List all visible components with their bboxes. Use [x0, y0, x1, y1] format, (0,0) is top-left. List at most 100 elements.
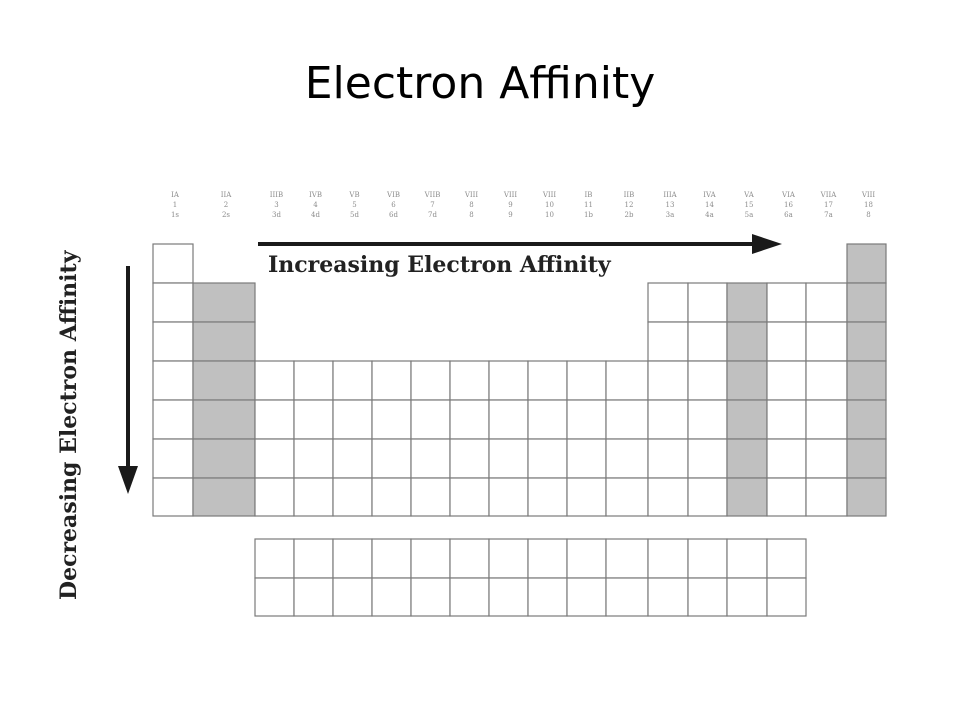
group-header-label: 6d [389, 211, 398, 219]
group-header-label: 4 [313, 201, 318, 209]
element-cell [566, 399, 607, 440]
element-cell [846, 477, 887, 517]
increasing-arrow [258, 234, 782, 254]
group-header-label: IIB [624, 191, 635, 199]
element-cell [726, 477, 768, 517]
element-cell [566, 438, 607, 479]
group-header-label: 9 [508, 201, 512, 209]
group-header-label: 1b [584, 211, 593, 219]
element-cell [726, 438, 768, 479]
group-header-label: 12 [625, 201, 634, 209]
element-cell [488, 477, 529, 517]
group-header-label: 8 [469, 201, 473, 209]
element-cell [254, 399, 295, 440]
f-block-cell [726, 538, 768, 579]
group-header-label: 8 [866, 211, 870, 219]
element-cell [805, 282, 848, 323]
group-header-label: 10 [545, 211, 554, 219]
f-block-cell [332, 538, 373, 579]
element-cell [152, 438, 194, 479]
element-cell [293, 438, 334, 479]
element-cell [192, 321, 256, 362]
group-header-label: 5a [745, 211, 754, 219]
element-cell [846, 360, 887, 401]
f-block-cell [332, 577, 373, 617]
element-cell [152, 321, 194, 362]
element-cell [846, 282, 887, 323]
f-block-cell [605, 577, 649, 617]
element-cell [332, 399, 373, 440]
element-cell [566, 360, 607, 401]
group-header-label: 2 [224, 201, 228, 209]
f-block-cell [449, 577, 490, 617]
element-cell [647, 360, 689, 401]
f-block-cell [527, 538, 568, 579]
element-cell [726, 282, 768, 323]
decreasing-arrow [118, 266, 138, 494]
element-cell [687, 282, 728, 323]
element-cell [192, 399, 256, 440]
group-header-label: 4d [311, 211, 320, 219]
element-cell [488, 438, 529, 479]
element-cell [647, 438, 689, 479]
group-header-label: IVB [309, 191, 322, 199]
group-header-label: 7a [824, 211, 833, 219]
group-header-label: 2b [625, 211, 634, 219]
element-cell [293, 399, 334, 440]
group-header-label: 11 [584, 201, 593, 209]
element-cell [371, 438, 412, 479]
group-header-label: VIII [861, 191, 876, 199]
element-cell [687, 477, 728, 517]
group-header-label: VIII [503, 191, 518, 199]
element-cell [647, 282, 689, 323]
group-header-label: VIA [781, 191, 796, 199]
group-header-label: 5d [350, 211, 359, 219]
group-header-label: 9 [508, 211, 512, 219]
element-cell [726, 399, 768, 440]
element-cell [527, 477, 568, 517]
element-cell [766, 282, 807, 323]
element-cell [152, 243, 194, 284]
element-cell [371, 360, 412, 401]
group-header-label: 3d [272, 211, 281, 219]
group-header-label: 18 [864, 201, 873, 209]
element-cell [726, 321, 768, 362]
group-header-label: 13 [666, 201, 675, 209]
element-cell [766, 477, 807, 517]
element-cell [449, 477, 490, 517]
f-block-cell [488, 538, 529, 579]
element-cell [254, 438, 295, 479]
element-cell [766, 360, 807, 401]
group-header-label: VIIA [820, 191, 838, 199]
element-cell [647, 399, 689, 440]
group-header-label: IB [585, 191, 593, 199]
f-block-cell [566, 577, 607, 617]
element-cell [647, 321, 689, 362]
element-cell [332, 360, 373, 401]
element-cell [566, 477, 607, 517]
f-block-cell [527, 577, 568, 617]
element-cell [805, 477, 848, 517]
element-cell [846, 399, 887, 440]
element-cell [766, 399, 807, 440]
element-cell [726, 360, 768, 401]
f-block-cell [254, 577, 295, 617]
group-header-label: IIA [221, 191, 233, 199]
group-header-label: VIIB [424, 191, 441, 199]
group-header-label: 16 [784, 201, 793, 209]
decreasing-arrow-label: Decreasing Electron Affinity [56, 249, 82, 600]
f-block-cell [293, 577, 334, 617]
element-cell [488, 399, 529, 440]
group-header-label: 1 [173, 201, 177, 209]
f-block-cell [371, 538, 412, 579]
f-block-cell [254, 538, 295, 579]
element-cell [332, 438, 373, 479]
group-header-label: 3 [274, 201, 278, 209]
f-block-cell [605, 538, 649, 579]
f-block-cell [687, 538, 728, 579]
increasing-arrow-label: Increasing Electron Affinity [268, 252, 612, 278]
group-header-label: 6a [784, 211, 793, 219]
element-cell [687, 438, 728, 479]
element-cell [766, 438, 807, 479]
element-cell [410, 438, 451, 479]
